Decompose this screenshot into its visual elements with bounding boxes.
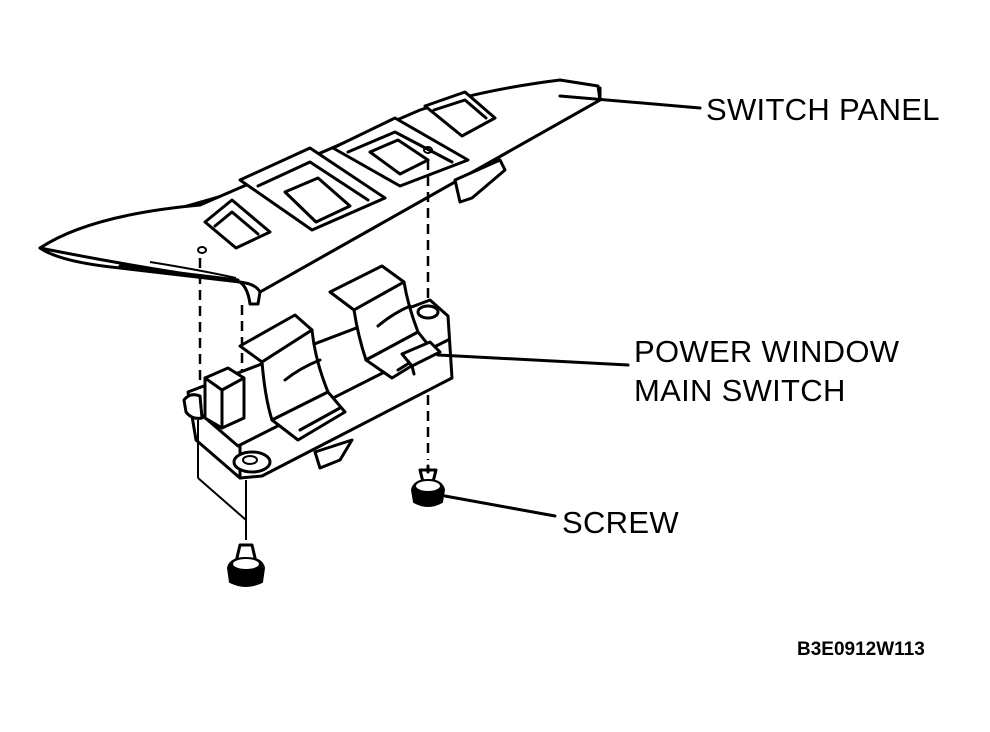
leader-switch-panel (558, 94, 702, 110)
panel-opening-4 (423, 90, 497, 138)
leader-main-switch (436, 353, 630, 367)
label-switch-panel: SWITCH PANEL (706, 92, 940, 127)
panel-hole-right (423, 146, 433, 154)
panel-opening-3 (331, 116, 470, 188)
screw-right (410, 464, 446, 507)
label-main-switch-line2: MAIN SWITCH (634, 373, 846, 408)
figure-code: B3E0912W113 (797, 639, 925, 660)
switch-panel (38, 78, 602, 306)
panel-hole-left (197, 246, 207, 254)
switch-button-2 (238, 313, 347, 442)
switch-button-lock (400, 340, 442, 376)
power-window-main-switch (182, 264, 454, 480)
screw-path-lines (197, 420, 247, 540)
label-screw: SCREW (562, 505, 679, 540)
switch-button-1 (203, 366, 246, 430)
panel-opening-2 (238, 146, 387, 232)
panel-opening-1 (203, 198, 272, 250)
label-main-switch-line1: POWER WINDOW (634, 334, 900, 369)
screw-left (226, 543, 266, 587)
leader-screw (443, 494, 557, 518)
